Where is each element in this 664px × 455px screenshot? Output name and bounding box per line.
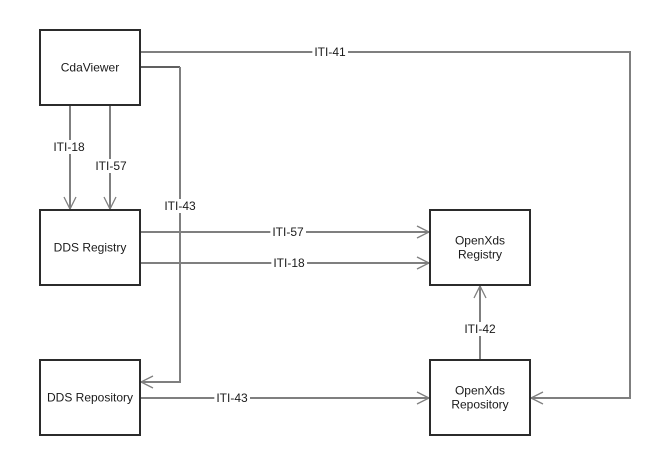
- edge-label-cdaviewer-to-dds-repository: ITI-43: [162, 199, 198, 213]
- node-label: DDS Registry: [54, 241, 127, 255]
- edge-labels-layer: ITI-41ITI-43ITI-18ITI-57ITI-57ITI-18ITI-…: [51, 45, 498, 405]
- node-dds-registry[interactable]: DDS Registry: [39, 209, 141, 286]
- node-label: Registry: [458, 248, 502, 262]
- node-label: CdaViewer: [61, 61, 119, 75]
- edge-cdaviewer-to-dds-registry-iti18[interactable]: [63, 105, 77, 211]
- edge-line: [141, 67, 181, 383]
- edge-label-text: ITI-41: [314, 45, 346, 59]
- edge-label-background: [312, 45, 348, 59]
- edge-label-dds-repository-to-openxds-repository: ITI-43: [214, 391, 250, 405]
- edge-label-cdaviewer-to-openxds-repository: ITI-41: [312, 45, 348, 59]
- node-box: [429, 209, 531, 286]
- edge-cdaviewer-to-openxds-repository[interactable]: [140, 51, 631, 405]
- edge-label-text: ITI-57: [272, 225, 304, 239]
- edge-label-background: [270, 225, 306, 239]
- edge-label-text: ITI-18: [273, 256, 305, 270]
- node-label: Repository: [451, 398, 508, 412]
- node-dds-repository[interactable]: DDS Repository: [39, 359, 141, 436]
- node-label: DDS Repository: [47, 391, 133, 405]
- edge-label-text: ITI-43: [164, 199, 196, 213]
- edge-label-background: [214, 391, 250, 405]
- edge-label-background: [162, 199, 198, 213]
- node-box: [39, 209, 141, 286]
- edge-label-background: [271, 256, 307, 270]
- node-box: [429, 359, 531, 436]
- edge-label-text: ITI-42: [464, 322, 496, 336]
- edge-label-dds-registry-to-openxds-registry-iti57: ITI-57: [270, 225, 306, 239]
- edge-label-cdaviewer-to-dds-registry-iti18: ITI-18: [51, 140, 87, 154]
- edge-label-background: [51, 140, 87, 154]
- edge-label-background: [462, 322, 498, 336]
- edge-cdaviewer-to-dds-registry-iti57[interactable]: [103, 105, 117, 211]
- edge-label-text: ITI-57: [95, 159, 127, 173]
- node-label: OpenXds: [455, 384, 505, 398]
- node-box: [39, 359, 141, 436]
- edge-cdaviewer-to-dds-repository[interactable]: [139, 66, 181, 389]
- edge-label-background: [93, 159, 129, 173]
- edge-label-openxds-repository-to-openxds-registry: ITI-42: [462, 322, 498, 336]
- node-label: OpenXds: [455, 234, 505, 248]
- edges-layer: [63, 51, 631, 405]
- edge-label-cdaviewer-to-dds-registry-iti57: ITI-57: [93, 159, 129, 173]
- edge-line: [140, 51, 631, 399]
- edge-label-text: ITI-43: [216, 391, 248, 405]
- edge-dds-repository-to-openxds-repository[interactable]: [140, 391, 431, 405]
- node-cdaviewer[interactable]: CdaViewer: [39, 29, 141, 106]
- edge-label-text: ITI-18: [53, 140, 85, 154]
- node-box: [39, 29, 141, 106]
- edge-label-dds-registry-to-openxds-registry-iti18: ITI-18: [271, 256, 307, 270]
